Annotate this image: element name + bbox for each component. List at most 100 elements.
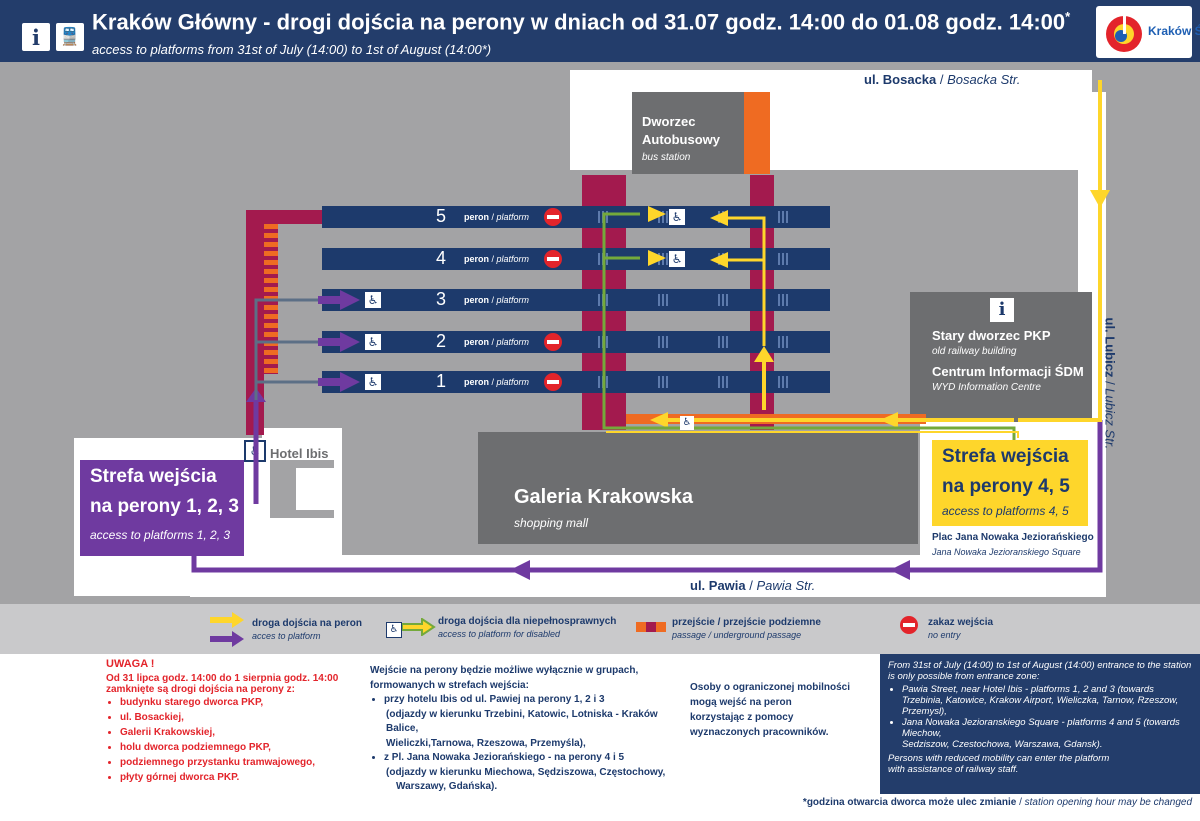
bus-station-building: Dworzec Autobusowy bus station	[632, 92, 744, 174]
bus-station-sub: bus station	[642, 152, 691, 163]
platform-markings	[572, 376, 822, 388]
platform-markings	[572, 294, 822, 306]
groups-item2c: Warszawy, Gdańska).	[396, 781, 498, 792]
legend-bar	[0, 604, 1200, 654]
zone123-line2: na perony 1, 2, 3	[90, 496, 239, 517]
footnote: *godzina otwarcia dworca może ulec zmian…	[802, 797, 1192, 808]
platform-number: 5	[436, 206, 447, 226]
platform-number: 4	[436, 248, 447, 268]
legend-disabled-label: droga dojścia dla niepełnosprawnych	[438, 616, 617, 627]
old-station-name: Stary dworzec PKP	[932, 328, 1051, 343]
mobility-line1: Osoby o ograniczonej mobilności	[690, 682, 851, 693]
legend-noentry-sub: no entry	[928, 630, 961, 640]
platform-2: 2 peron / platform ♿	[322, 331, 830, 353]
platform-markings	[572, 336, 822, 348]
zone45-line2: na perony 4, 5	[942, 476, 1070, 497]
wheelchair-icon: ♿	[680, 416, 694, 430]
header-bar	[0, 0, 1200, 62]
platform-label: peron / platform	[464, 295, 530, 305]
route-arrow-icon	[210, 612, 244, 647]
street-pawia: ul. Pawia / Pawia Str.	[690, 578, 816, 593]
wheelchair-icon: ♿	[386, 622, 402, 638]
hotel-name: Hotel Ibis	[270, 446, 329, 461]
wyd-logo: Kraków ŚDM	[1096, 6, 1200, 58]
zone-platforms-123: Strefa wejścia na perony 1, 2, 3 access …	[80, 460, 244, 556]
wheelchair-icon: ♿	[364, 373, 382, 391]
legend-route-label: droga dojścia na peron	[252, 618, 363, 629]
warning-item: holu dworca podziemnego PKP,	[120, 740, 346, 755]
english-item1b: Trzebinia, Katowice, Krakow Airport, Wie…	[902, 695, 1179, 717]
mobility-line3: korzystając z pomocy	[690, 712, 794, 723]
galeria-name: Galeria Krakowska	[514, 486, 693, 508]
info-centre-sub: WYD Information Centre	[932, 382, 1041, 393]
zone45-sub: access to platforms 4, 5	[942, 504, 1069, 518]
english-item2: Jana Nowaka Jezioranskiego Square - plat…	[902, 717, 1192, 739]
groups-item1: przy hotelu Ibis od ul. Pawiej na perony…	[384, 693, 670, 708]
wheelchair-icon: ♿	[364, 333, 382, 351]
warning-item: ul. Bosackiej,	[120, 710, 346, 725]
old-station-building: i Stary dworzec PKP old railway building…	[910, 292, 1092, 422]
galeria-building: Galeria Krakowska shopping mall	[478, 432, 918, 544]
legend-passage-sub: passage / underground passage	[672, 630, 802, 640]
passage-left-top	[264, 210, 324, 224]
no-entry-icon	[544, 373, 562, 391]
warning-item: Galerii Krakowskiej,	[120, 725, 346, 740]
legend-route-sub: acces to platform	[252, 631, 321, 641]
hotel-inner	[296, 468, 334, 510]
page-subtitle: access to platforms from 31st of July (1…	[92, 42, 492, 57]
warning-item: podziemnego przystanku tramwajowego,	[120, 755, 346, 770]
route-lines	[191, 80, 1110, 580]
logo-text: Kraków ŚDM	[1148, 24, 1200, 38]
groups-item1b: (odjazdy w kierunku Trzebini, Katowic, L…	[386, 708, 658, 735]
english-info-panel: From 31st of July (14:00) to 1st of Augu…	[880, 654, 1200, 794]
mobility-line4: wyznaczonych pracowników.	[690, 727, 829, 738]
warning-item: budynku starego dworca PKP,	[120, 695, 346, 710]
train-icon: 🚆	[56, 23, 84, 51]
legend-passage-label: przejście / przejście podziemne	[672, 617, 821, 628]
zone123-line1: Strefa wejścia	[90, 466, 217, 487]
gap	[568, 170, 1080, 178]
english-line1: From 31st of July (14:00) to 1st of Augu…	[888, 660, 1192, 671]
square-name: Plac Jana Nowaka Jeziorańskiego	[932, 532, 1094, 543]
platform-label: peron / platform	[464, 337, 530, 347]
warning-line1: Od 31 lipca godz. 14:00 do 1 sierpnia go…	[106, 673, 339, 684]
warning-block: UWAGA ! Od 31 lipca godz. 14:00 do 1 sie…	[106, 658, 346, 785]
disabled-route-arrow-icon	[402, 618, 436, 636]
groups-item2b: (odjazdy w kierunku Miechowa, Sędziszowa…	[386, 766, 666, 778]
platform-number: 1	[436, 371, 447, 391]
wheelchair-icon: ♿	[364, 291, 382, 309]
groups-block: Wejście na perony będzie możliwe wyłączn…	[370, 664, 670, 795]
passage-swatch	[636, 622, 666, 632]
legend-disabled-sub: access to platform for disabled	[438, 629, 561, 639]
info-icon: i	[990, 298, 1014, 322]
english-item1: Pawia Street, near Hotel Ibis - platform…	[902, 684, 1192, 695]
wheelchair-icon: ♿	[668, 250, 686, 268]
page-title: Kraków Główny - drogi dojścia na perony …	[92, 9, 1071, 35]
square-sub: Jana Nowaka Jezioranskiego Square	[932, 547, 1081, 557]
mobility-line2: mogą wejść na peron	[690, 697, 792, 708]
warning-item: płyty górnej dworca PKP.	[120, 770, 346, 785]
platform-number: 2	[436, 331, 447, 351]
english-line4: with assistance of railway staff.	[888, 764, 1019, 775]
platform-label: peron / platform	[464, 254, 530, 264]
galeria-sub: shopping mall	[514, 516, 589, 530]
groups-line2: formowanych w strefach wejścia:	[370, 679, 529, 691]
bus-station-passage	[744, 92, 770, 174]
english-line3: Persons with reduced mobility can enter …	[888, 753, 1110, 764]
info-icon: i	[22, 23, 50, 51]
platform-markings	[572, 253, 822, 265]
warning-list: budynku starego dworca PKP,ul. Bosackiej…	[106, 695, 346, 785]
info-centre-name: Centrum Informacji ŚDM	[932, 364, 1084, 379]
wheelchair-icon: ♿	[668, 208, 686, 226]
no-entry-icon	[544, 250, 562, 268]
no-entry-icon	[544, 333, 562, 351]
old-station-sub: old railway building	[932, 346, 1017, 357]
zone45-line1: Strefa wejścia	[942, 446, 1069, 467]
mobility-block: Osoby o ograniczonej mobilności mogą wej…	[690, 680, 870, 740]
zone-platforms-45: Strefa wejścia na perony 4, 5 access to …	[932, 440, 1088, 526]
english-line2: is only possible from entrance zone:	[888, 671, 1040, 682]
warning-head: UWAGA !	[106, 658, 155, 670]
